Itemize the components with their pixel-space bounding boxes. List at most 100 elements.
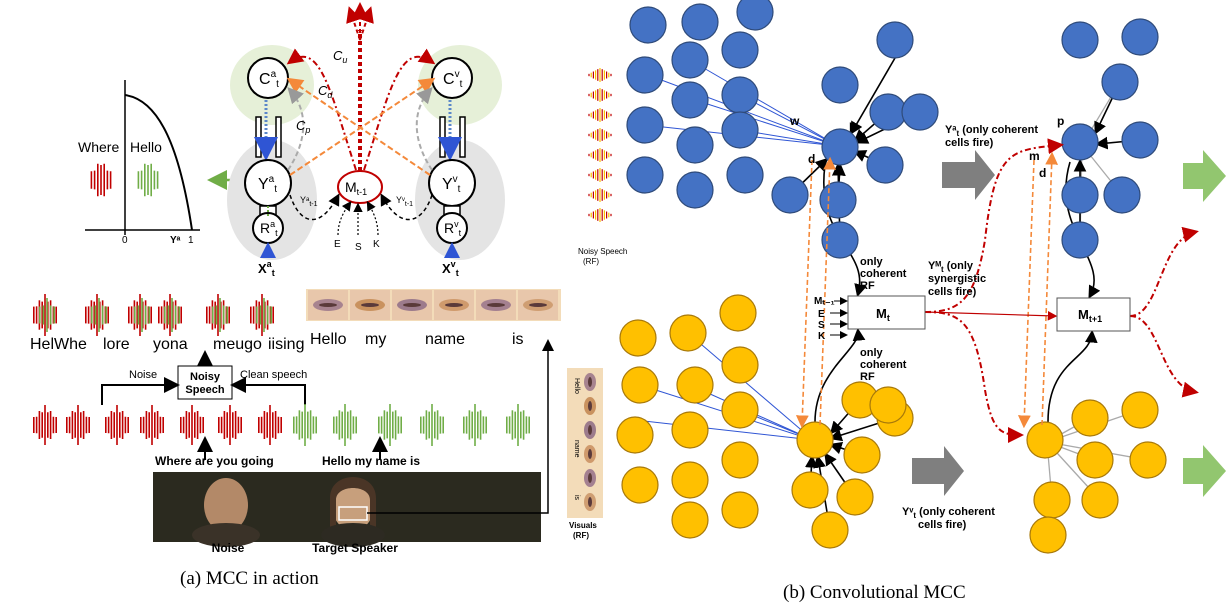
audio-neuron [1121,18,1159,56]
axis-zero: 0 [122,235,128,246]
yv-note-line1: Yᵛt (only coherent [902,506,995,520]
roi-to-lips-arrow [367,339,554,514]
visual-neuron [621,366,659,404]
caption-a: (a) MCC in action [180,568,319,589]
e-input: E [334,239,341,250]
excitatory-arrow [1047,329,1098,423]
noisy-speech-label-1: Noisy Speech [578,247,627,256]
where-waveform [90,163,112,197]
activation-curve [124,94,193,231]
mt-label: Mt [876,306,890,323]
speech-burst [377,404,403,446]
axis-label: Yᵃ [170,235,181,246]
visual-neuron [616,416,654,454]
audio-neuron [866,146,904,184]
audio-neuron [876,21,914,59]
visual-neuron [1076,441,1114,479]
visual-neuron [1129,441,1167,479]
noise-burst [32,405,58,445]
audio-neuron [869,93,907,131]
ya-prev-label: Yᵃt-1 [300,195,318,208]
rf-connection [694,99,839,147]
cu-label: Cu [333,48,347,65]
ym-note-line2: synergistic [928,273,986,285]
noise-burst [257,405,283,445]
visual-neuron [811,511,849,549]
noise-burst [180,405,204,445]
audio-neuron [821,221,859,259]
video-noise-label: Noise [212,541,245,555]
visual-neuron [719,294,757,332]
audio-neuron [821,66,859,104]
audio-neuron [626,56,664,94]
rf-note-1b: coherent [860,268,907,280]
visual-neuron [869,386,907,424]
audio-neuron [1061,221,1099,259]
audio-neuron [721,76,759,114]
noisy-green-burst [38,298,56,332]
visuals-label-1: Visuals [569,521,597,530]
cu-right [363,48,436,171]
lip-strip: Hello my name is [306,289,561,348]
visual-neuron [671,501,709,539]
strip-mouth-gap [588,449,592,459]
cu-left [286,48,357,171]
m-prev-label: Mt-1 [345,179,367,197]
clean-arrow-label: Clean speech [240,369,307,381]
noise-sentence: Where are you going [155,454,274,468]
rf-connection [634,419,814,441]
graph-where-label: Where [78,139,119,155]
graph-hello-label: Hello [130,139,162,155]
visual-neuron [1029,516,1067,554]
audio-neuron [1061,21,1099,59]
ym-note-line1: Yᴹt (only [928,260,974,274]
speech-burst [292,404,318,446]
video-target-label: Target Speaker [312,541,398,555]
speech-burst [419,404,445,446]
visual-neuron [721,391,759,429]
hello-waveform [137,163,159,197]
s-input: S [355,242,362,253]
noise-speaker-face [204,478,248,532]
mouth-gap [529,303,547,307]
yv-note-line2: cells fire) [918,519,967,531]
mouth-gap [319,303,337,307]
visual-neuron [1026,421,1064,459]
noisy-box-line2: Speech [185,384,224,396]
cd-label: Cd [318,83,333,100]
noisy-speech-waveforms [32,294,275,336]
lip-word-1: Hello [310,331,347,348]
visual-neuron [669,314,707,352]
where-burst [90,163,112,197]
noisy-green-burst [212,298,228,332]
visual-neuron [1081,481,1119,519]
ya-label: Yat [258,174,277,195]
rf-note-1a: only [860,256,883,268]
audio-neuron [819,181,857,219]
audio-neuron [629,6,667,44]
noisy-red-burst [32,294,58,336]
cp-label: Cp [296,118,310,135]
ra-label: Rat [260,219,278,238]
mt-input-2: E [818,309,825,320]
visual-neuron [671,461,709,499]
audio-neuron [901,93,939,131]
noise-burst [218,405,242,445]
activation-graph: Where Hello 0 1 Yᵃ [78,80,200,246]
visuals-rf-strip: Hello name is [567,368,603,518]
strip-word-1: Hello [573,378,580,394]
speech-burst [462,404,488,446]
noisy-red-burst [206,294,230,336]
w-label: w [789,114,800,128]
strip-mouth-gap [588,497,592,507]
audio-neuron [671,81,709,119]
visual-neuron [843,436,881,474]
rv-label: Rvt [444,219,462,238]
noisy-green-burst [255,298,273,332]
visual-neuron [791,471,829,509]
audio-neuron [1101,63,1139,101]
noisy-green-burst [164,298,180,332]
noisy-word-4: meugo [213,336,262,353]
noisy-word-3: yona [153,336,188,353]
